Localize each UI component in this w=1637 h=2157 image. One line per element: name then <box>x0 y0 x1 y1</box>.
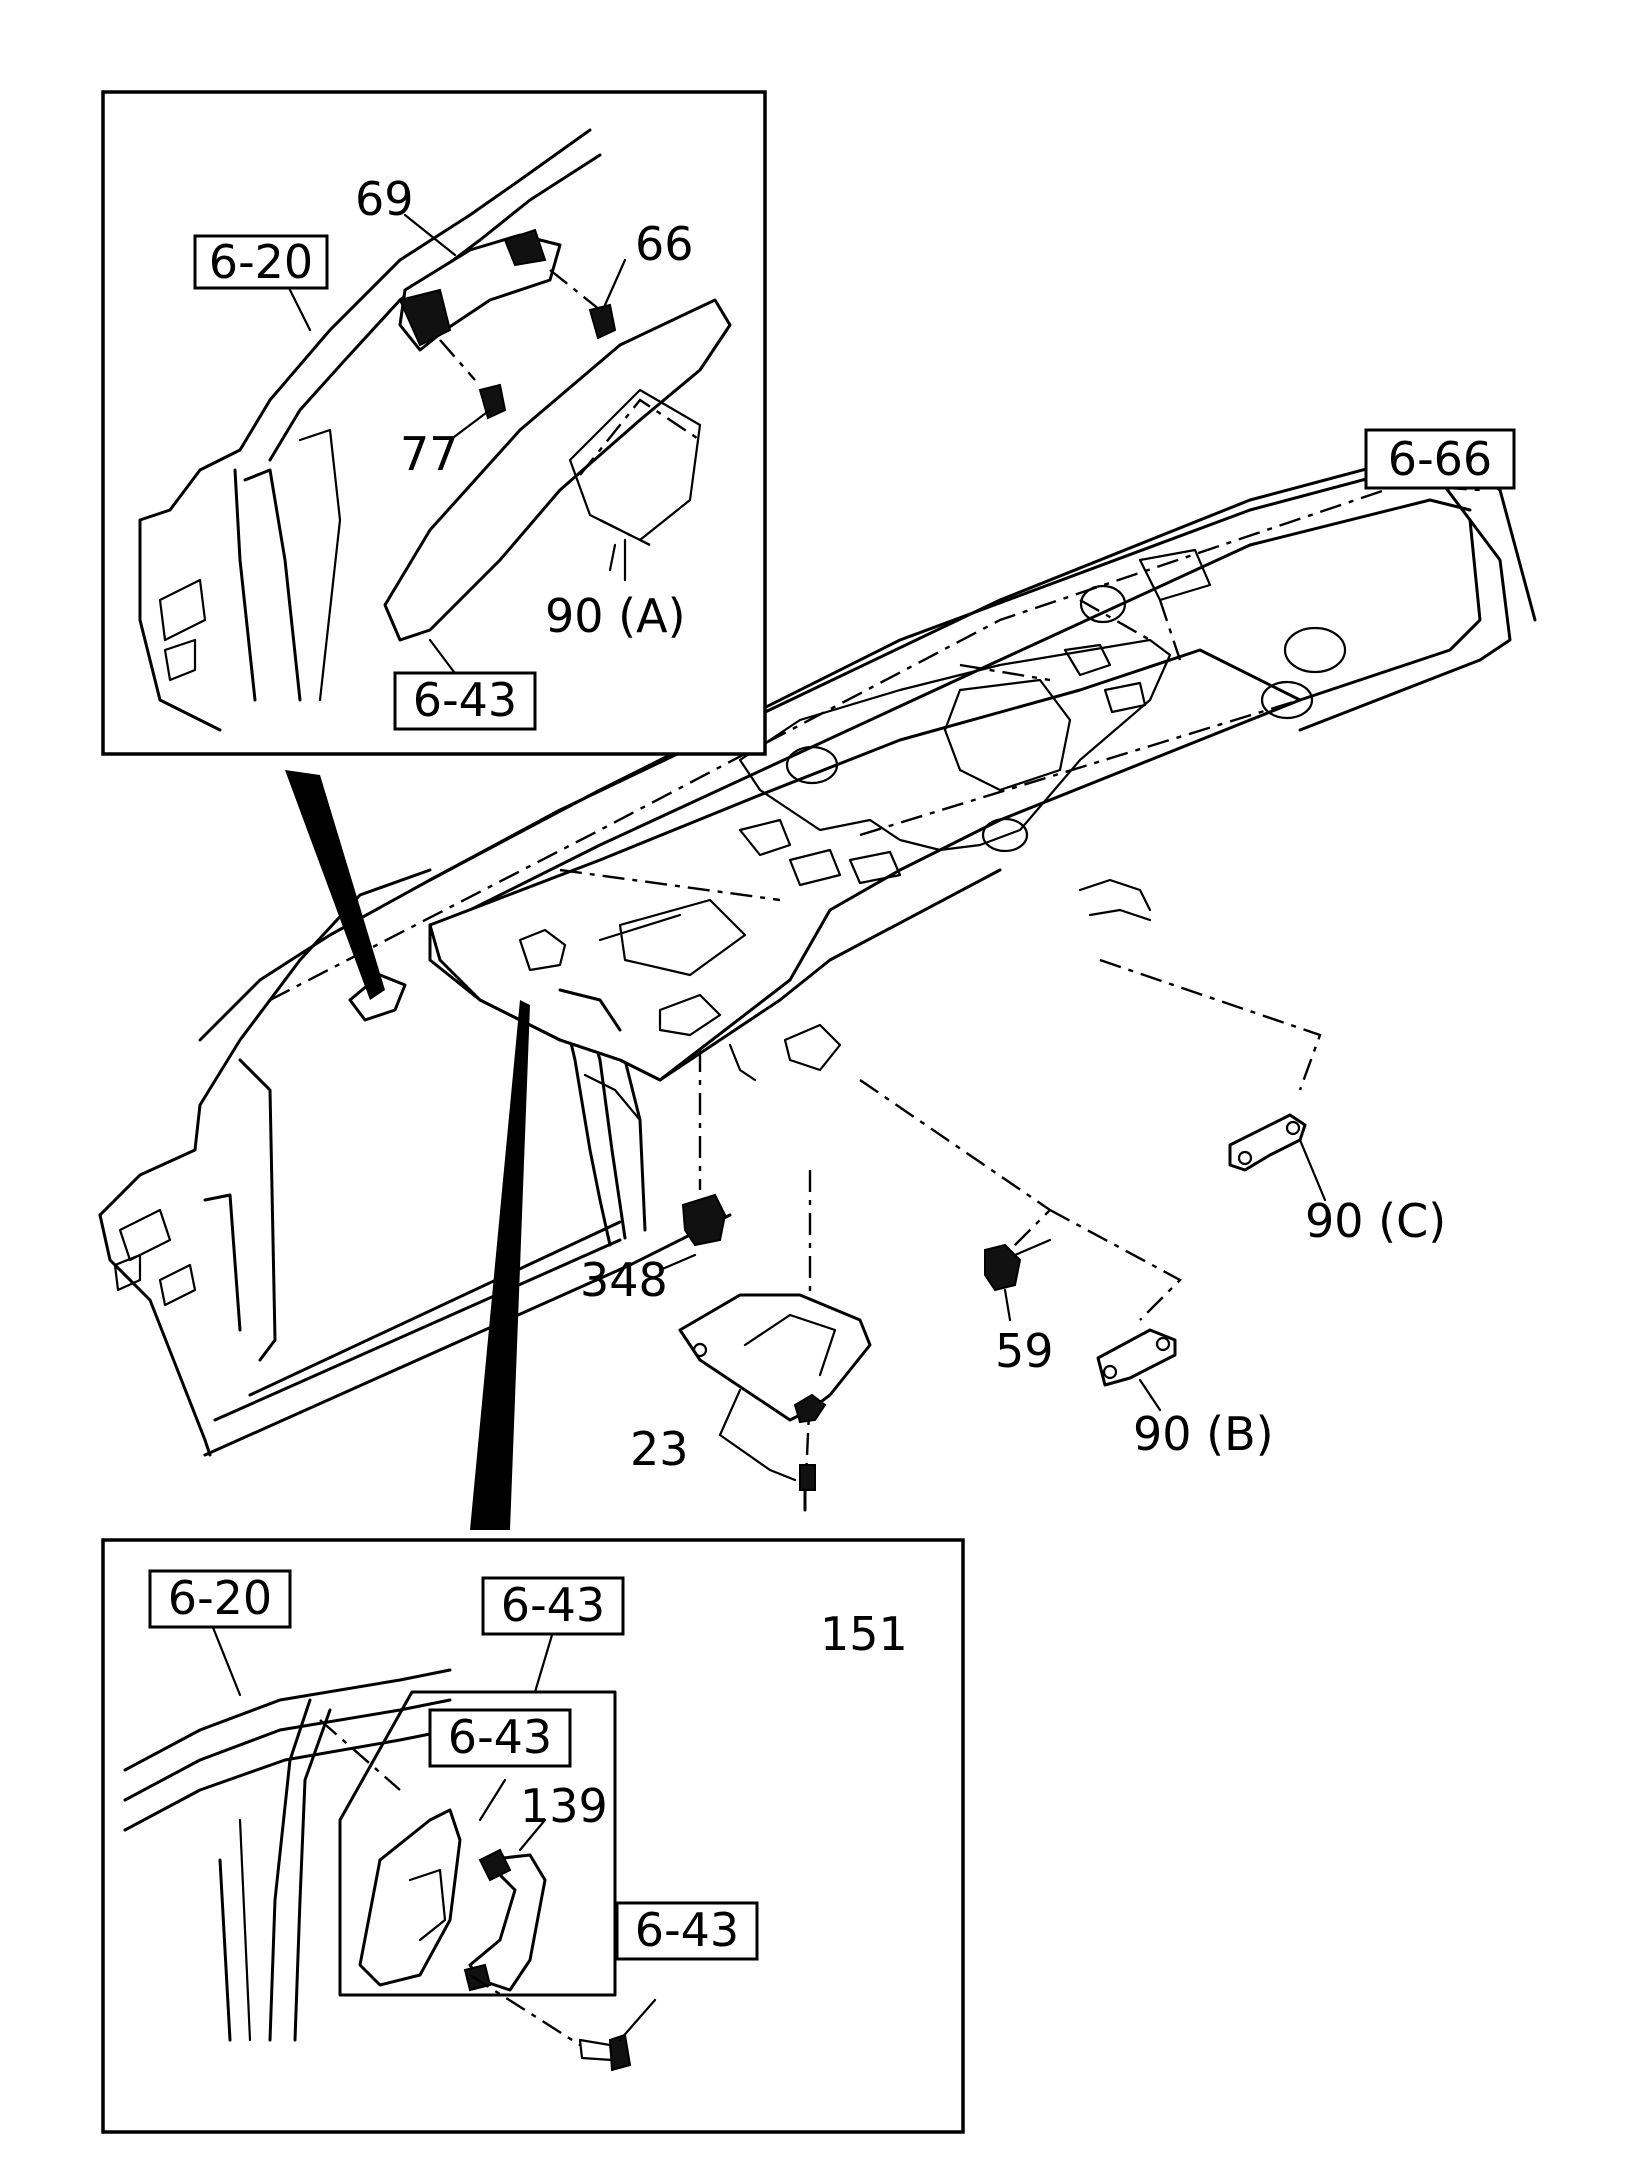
ref-label-bottom-6-43-a: 6-43 <box>501 1578 605 1632</box>
ref-box-bottom-6-43-c: 6-43 <box>615 1901 759 1961</box>
part-label-69: 69 <box>355 172 414 226</box>
ref-box-top-6-20: 6-20 <box>193 234 329 290</box>
ref-box-bottom-6-43-a: 6-43 <box>481 1576 625 1636</box>
ref-box-top-6-43: 6-43 <box>393 671 537 731</box>
part-90c-clip <box>1228 1113 1327 1202</box>
ref-box-bottom-6-20: 6-20 <box>148 1569 292 1629</box>
ref-label-bottom-6-43-c: 6-43 <box>635 1903 739 1957</box>
part-label-66: 66 <box>635 217 694 271</box>
part-label-77: 77 <box>400 427 459 481</box>
part-label-59: 59 <box>995 1324 1054 1378</box>
part-label-90a: 90 (A) <box>545 589 686 643</box>
part-label-90c: 90 (C) <box>1305 1194 1446 1248</box>
ref-label-bottom-6-43-b: 6-43 <box>448 1710 552 1764</box>
ref-label-bottom-6-20: 6-20 <box>168 1571 272 1625</box>
top-inset <box>101 90 767 756</box>
part-348-clip <box>658 1193 727 1272</box>
part-label-139: 139 <box>520 1779 608 1833</box>
part-label-23: 23 <box>630 1422 689 1476</box>
part-label-348: 348 <box>580 1253 668 1307</box>
part-label-151: 151 <box>820 1607 908 1661</box>
bottom-inset <box>101 1538 965 2134</box>
main-assembly-drawing <box>98 458 1537 1457</box>
part-23-sunvisor <box>678 1293 872 1512</box>
ref-label-main-6-66: 6-66 <box>1388 432 1492 486</box>
ref-box-bottom-6-43-b: 6-43 <box>428 1708 572 1768</box>
part-90b-clip <box>1096 1328 1177 1412</box>
ref-label-top-6-20: 6-20 <box>209 235 313 289</box>
callout-tail-top <box>285 770 385 1000</box>
ref-label-top-6-43: 6-43 <box>413 673 517 727</box>
part-59-bracket <box>984 1238 1052 1322</box>
callout-tail-bottom <box>470 1000 530 1530</box>
part-label-90b: 90 (B) <box>1133 1407 1274 1461</box>
ref-box-main-6-66: 6-66 <box>1364 428 1516 490</box>
